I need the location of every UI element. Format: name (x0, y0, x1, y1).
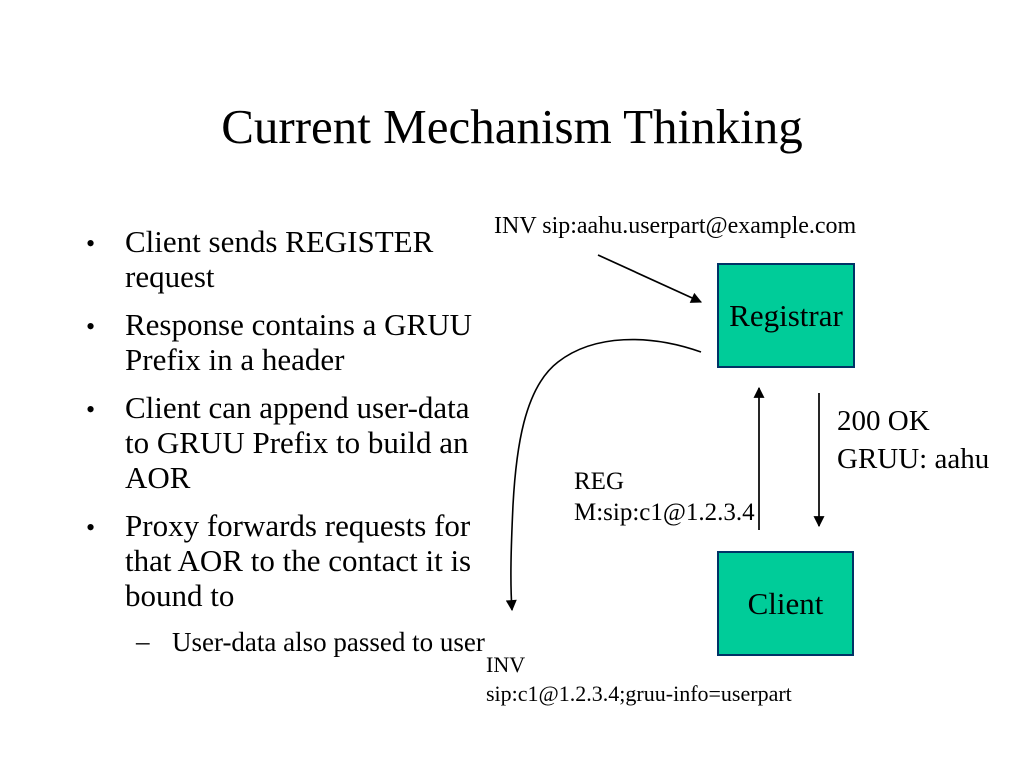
bullet-marker: • (86, 513, 96, 542)
register-message-line1: REG (574, 468, 624, 495)
bullet-text: Client can append user-data to GRUU Pref… (125, 390, 470, 495)
bullet-item: • Client sends REGISTER request (80, 224, 496, 294)
registrar-node: Registrar (717, 263, 855, 368)
bullet-marker: • (86, 229, 96, 258)
client-node-label: Client (747, 585, 824, 621)
bullet-text: User-data also passed to user (172, 627, 485, 657)
client-node: Client (717, 551, 854, 656)
bullet-text: Client sends REGISTER request (125, 224, 434, 294)
ok-response-line1: 200 OK (837, 405, 930, 437)
ok-response-label: 200 OK GRUU: aahu (837, 402, 989, 478)
register-message-label: REG M:sip:c1@1.2.3.4 (574, 466, 755, 528)
bullet-item: • Response contains a GRUU Prefix in a he… (80, 307, 496, 377)
inv-forward-label: INV sip:c1@1.2.3.4;gruu-info=userpart (486, 650, 792, 708)
arrow-inv-to-registrar (597, 254, 703, 303)
bullet-marker: – (136, 626, 150, 656)
inv-forward-line1: INV (486, 652, 526, 677)
page-title: Current Mechanism Thinking (221, 99, 803, 154)
bullet-marker: • (86, 312, 96, 341)
ok-response-line2: GRUU: aahu (837, 443, 990, 475)
bullet-list: • Client sends REGISTER request • Response … (80, 224, 496, 672)
bullet-marker: • (86, 395, 96, 424)
bullet-item: • Proxy forwards requests for that AOR to… (80, 508, 496, 613)
bullet-text: Proxy forwards requests for that AOR to … (125, 508, 472, 613)
bullet-text: Response contains a GRUU Prefix in a hea… (125, 307, 472, 377)
bullet-item: • Client can append user-data to GRUU Pre… (80, 390, 496, 495)
registrar-node-label: Registrar (729, 297, 843, 333)
inv-forward-line2: sip:c1@1.2.3.4;gruu-info=userpart (486, 681, 792, 706)
inv-request-label: INV sip:aahu.userpart@example.com (494, 213, 857, 239)
register-message-line2: M:sip:c1@1.2.3.4 (574, 499, 755, 526)
bullet-item: –User-data also passed to user (80, 626, 496, 659)
